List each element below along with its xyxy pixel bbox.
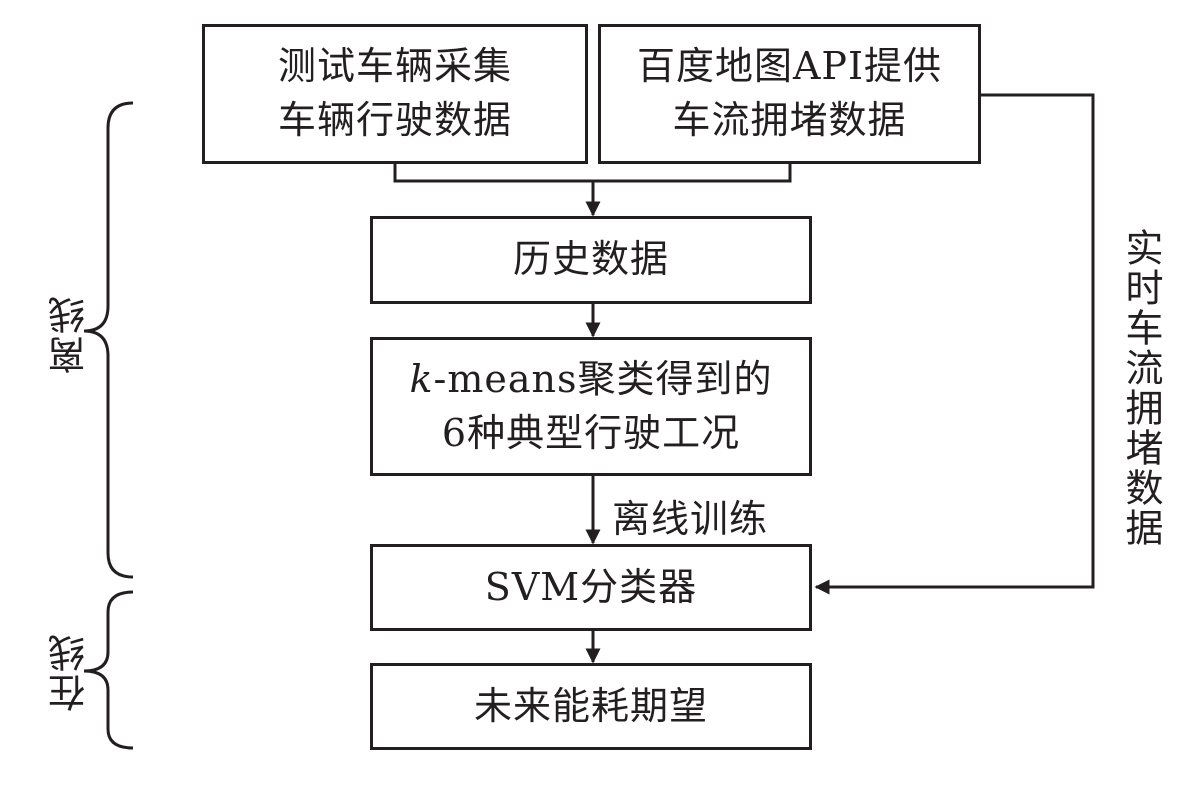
- merge-connector: [393, 163, 792, 183]
- vehicle-data-box: 测试车辆采集 车辆行驶数据: [202, 24, 588, 164]
- online-brace: [83, 590, 134, 750]
- history-data-label: 历史数据: [512, 237, 669, 282]
- kmeans-k: k: [409, 356, 434, 401]
- baidu-api-box: 百度地图API提供 车流拥堵数据: [598, 24, 981, 164]
- realtime-connector: [814, 93, 1095, 595]
- future-energy-box: 未来能耗期望: [370, 663, 812, 750]
- realtime-congestion-label: 实时车流拥堵数据: [1119, 228, 1163, 548]
- baidu-api-line-1: 百度地图API提供: [636, 44, 943, 89]
- history-data-box: 历史数据: [370, 216, 812, 304]
- svm-classifier-box: SVM分类器: [370, 544, 812, 631]
- offline-training-label: 离线训练: [612, 497, 769, 541]
- vehicle-data-line-1: 测试车辆采集: [277, 44, 512, 89]
- baidu-api-line-2: 车流拥堵数据: [672, 98, 907, 142]
- vehicle-data-line-2: 车辆行驶数据: [277, 98, 512, 142]
- kmeans-line-2: 6种典型行驶工况: [441, 410, 741, 455]
- svm-classifier-label: SVM分类器: [484, 564, 698, 609]
- offline-brace: [83, 101, 134, 579]
- future-energy-label: 未来能耗期望: [473, 683, 708, 728]
- offline-phase-label: 离线: [48, 294, 92, 374]
- kmeans-line-1-rest: -means聚类得到的: [433, 356, 773, 401]
- kmeans-box: k-means聚类得到的 6种典型行驶工况: [370, 337, 812, 476]
- online-phase-label: 在线: [48, 632, 92, 712]
- kmeans-line-1: k-means聚类得到的: [409, 353, 772, 407]
